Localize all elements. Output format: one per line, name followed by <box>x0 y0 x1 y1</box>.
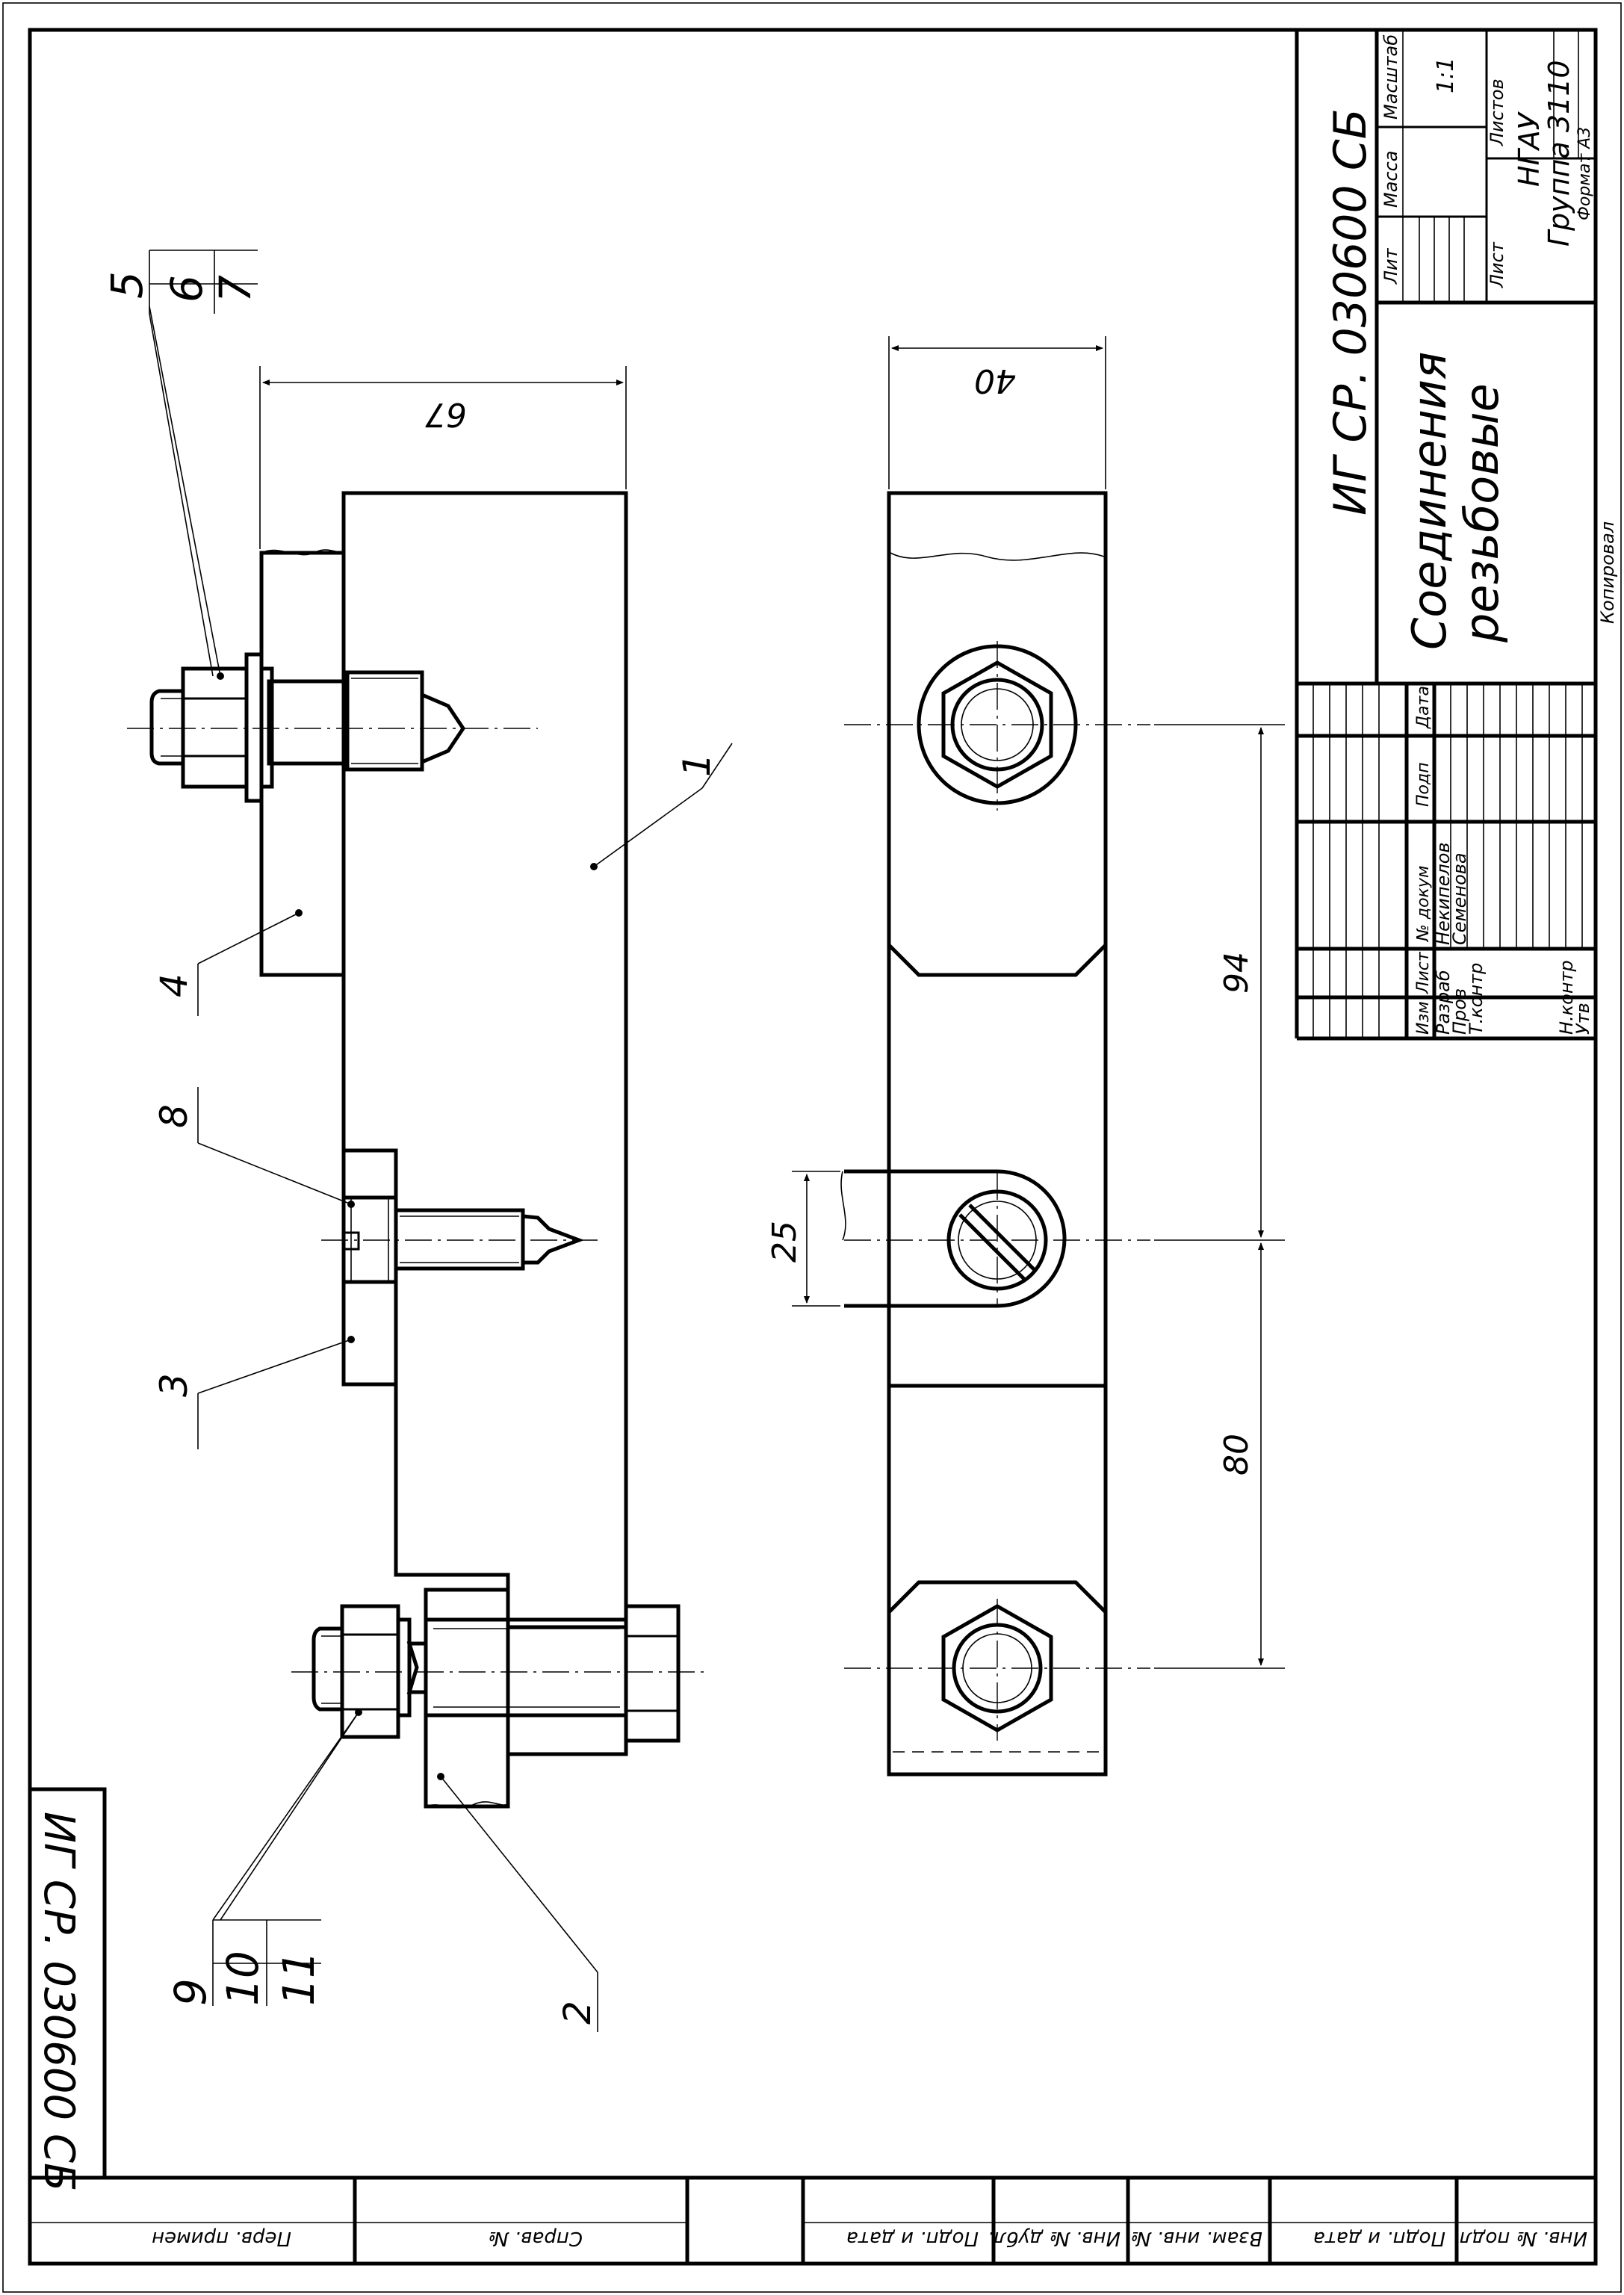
dim-94-label: 94 <box>1218 952 1256 994</box>
label-lit: Лит <box>1380 247 1401 285</box>
dimension-80 <box>1154 1242 1285 1669</box>
label-massa: Масса <box>1380 150 1401 208</box>
label-list: Лист <box>1487 241 1507 288</box>
callout-8: 8 <box>152 1104 196 1128</box>
label-inv-dubl: Инв. № дубл. <box>988 2227 1121 2249</box>
label-vzam-inv: Взам. инв. № <box>1130 2227 1262 2249</box>
label-perv-primen: Перв. примен <box>152 2227 291 2249</box>
callout-2: 2 <box>556 2001 599 2025</box>
label-podp-data-1: Подп. и дата <box>846 2227 979 2249</box>
dimension-25 <box>792 1171 840 1307</box>
razrab-name: Некипелов <box>1433 842 1454 945</box>
copied-label: Копировал <box>1597 521 1618 624</box>
drawing-frame <box>28 28 1598 2266</box>
designation-main: ИГ СР. 030600 СБ <box>1324 108 1377 515</box>
razrab-label: Разраб <box>1433 970 1454 1035</box>
dim-80-label: 80 <box>1218 1434 1256 1475</box>
callout-3: 3 <box>152 1373 196 1397</box>
hdr-podp: Подп <box>1414 762 1433 807</box>
callout-10: 10 <box>217 1951 268 2006</box>
callout-5: 5 <box>102 271 152 299</box>
dimension-40 <box>888 336 1106 489</box>
part-9-bolt-head <box>624 1604 681 1743</box>
callout-6: 6 <box>161 275 212 303</box>
callout-1: 1 <box>675 753 719 777</box>
prov-label: Пров <box>1449 988 1470 1035</box>
dim-40-label: 40 <box>974 362 1016 400</box>
callout-7: 7 <box>210 275 261 303</box>
part-1-body <box>341 491 628 1629</box>
dimension-67 <box>259 366 627 549</box>
dim-67-label: 67 <box>425 395 467 433</box>
section-view <box>127 491 710 1809</box>
side-view <box>840 491 1150 1777</box>
callout-9: 9 <box>165 1978 216 2006</box>
dim-25-label: 25 <box>766 1221 804 1263</box>
format-label: Формат А3 <box>1575 127 1594 220</box>
hdr-izm: Изм <box>1414 1001 1433 1035</box>
org-name: НГАУ <box>1513 111 1546 187</box>
callout-4: 4 <box>152 973 196 997</box>
hdr-list: Лист <box>1414 951 1433 994</box>
label-sprav-no: Справ. № <box>489 2227 583 2249</box>
tkontr-label: Т.контр <box>1466 963 1487 1035</box>
utv-label: Утв <box>1572 1003 1593 1035</box>
label-inv-podl: Инв. № подл. <box>1454 2227 1587 2249</box>
group-name: Группа 3110 <box>1543 60 1575 247</box>
dimension-94 <box>1154 724 1285 1241</box>
hdr-ndokum: № докум <box>1414 866 1433 942</box>
nkontr-label: Н.контр <box>1556 960 1577 1035</box>
part-6-washer <box>244 652 264 803</box>
part-5-nut <box>181 666 249 789</box>
corner-designation: ИГ СР. 030600 СБ <box>34 1812 83 2191</box>
scale-value: 1:1 <box>1433 58 1459 93</box>
leaders <box>149 250 733 2032</box>
callout-11: 11 <box>273 1951 324 2006</box>
label-podp-data-2: Подп. и дата <box>1313 2227 1445 2249</box>
title-line-2: резьбовые <box>1454 383 1509 643</box>
title-line-1: Соединения <box>1402 352 1457 650</box>
prov-name: Семенова <box>1449 852 1470 945</box>
title-block <box>1295 30 1596 1041</box>
label-masshtab: Масштаб <box>1380 34 1401 120</box>
bottom-strip <box>30 2175 1596 2264</box>
hdr-data: Дата <box>1414 686 1433 729</box>
label-listov: Листов <box>1487 78 1507 146</box>
